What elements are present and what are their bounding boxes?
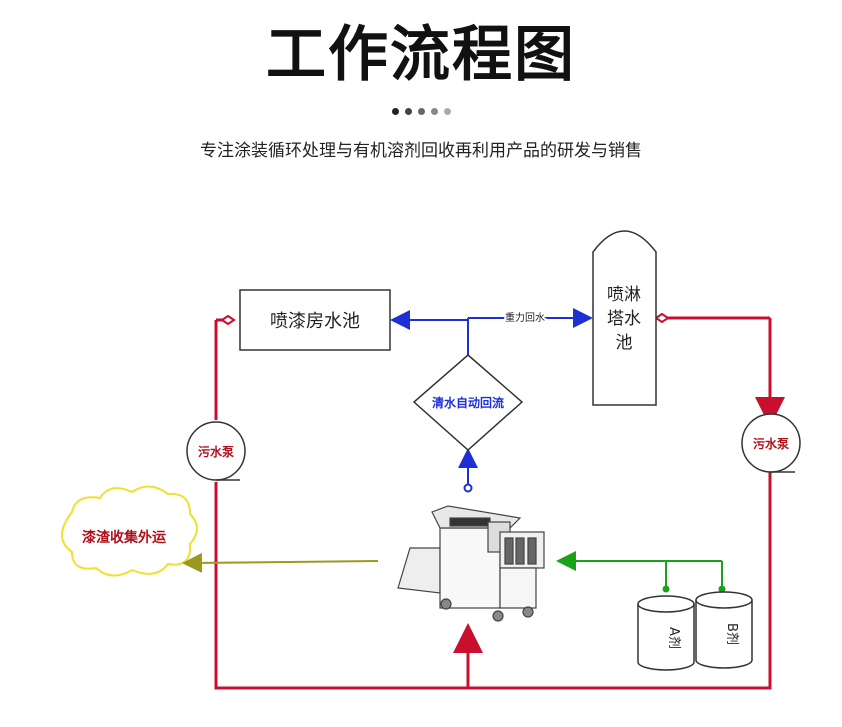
sludge-collection-cloud: 漆渣收集外运 bbox=[61, 485, 198, 577]
spray-tower bbox=[592, 230, 657, 406]
reagent-tank-b: B剂 bbox=[695, 591, 753, 669]
green-reagent-lines bbox=[556, 551, 723, 588]
divider-dots bbox=[0, 100, 842, 119]
dot bbox=[391, 108, 399, 115]
green-node-a bbox=[662, 585, 670, 593]
dot bbox=[417, 108, 425, 115]
red-connector-diamond bbox=[654, 312, 670, 324]
sludge-collection-label: 漆渣收集外运 bbox=[82, 529, 166, 546]
spray-booth-pool-label: 喷漆房水池 bbox=[270, 311, 360, 332]
auto-return-diamond bbox=[412, 354, 524, 452]
olive-output-arrow bbox=[182, 552, 379, 573]
red-connector-diamond bbox=[220, 314, 236, 326]
right-sewage-pump: 污水泵 bbox=[741, 413, 801, 473]
blue-return-lines bbox=[390, 308, 593, 484]
spray-tower-label-2: 塔水 bbox=[607, 309, 641, 329]
spray-booth-pool bbox=[239, 289, 391, 351]
page-title: 工作流程图 bbox=[266, 20, 576, 90]
spray-tower-label-3: 池 bbox=[616, 333, 633, 353]
dot bbox=[430, 108, 438, 115]
green-node-b bbox=[718, 585, 726, 593]
page-subtitle: 专注涂装循环处理与有机溶剂回收再利用产品的研发与销售 bbox=[200, 141, 642, 161]
reagent-tank-a: A剂 bbox=[637, 595, 695, 671]
spray-tower-label-1: 喷淋 bbox=[607, 285, 641, 305]
dot bbox=[404, 108, 412, 115]
auto-return-label: 清水自动回流 bbox=[432, 395, 504, 410]
left-pump-label: 污水泵 bbox=[198, 444, 234, 459]
tank-a-label: A剂 bbox=[666, 627, 681, 649]
dot bbox=[443, 108, 451, 115]
tank-b-label: B剂 bbox=[724, 623, 739, 645]
treatment-machine bbox=[397, 505, 545, 622]
gravity-return-label: 重力回水 bbox=[505, 311, 545, 324]
right-pump-label: 污水泵 bbox=[753, 436, 789, 451]
blue-inlet-node bbox=[463, 483, 473, 493]
left-sewage-pump: 污水泵 bbox=[186, 421, 246, 481]
